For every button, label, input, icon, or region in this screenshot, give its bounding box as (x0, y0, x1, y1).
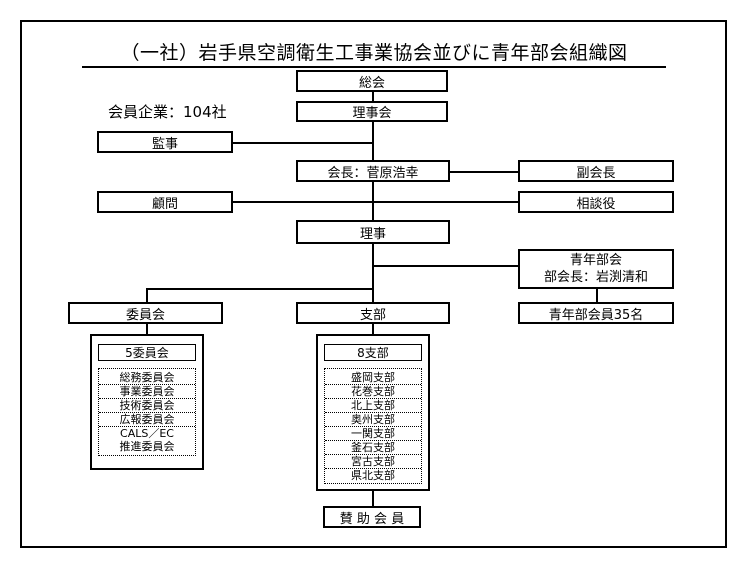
branch-list: 盛岡支部 花巻支部 北上支部 奥州支部 一関支部 釜石支部 宮古支部 県北支部 (324, 368, 422, 484)
trunk-main-line (372, 121, 374, 161)
list-item: 広報委員会 (99, 413, 195, 427)
title-underline (82, 66, 666, 68)
vice-president-connector (449, 171, 519, 173)
committee-panel-line (146, 323, 148, 335)
general-meeting-box: 総会 (296, 70, 448, 92)
board-box: 理事会 (296, 101, 448, 122)
list-item: 事業委員会 (99, 385, 195, 399)
branch-panel: 8支部 盛岡支部 花巻支部 北上支部 奥州支部 一関支部 釜石支部 宮古支部 県… (316, 334, 430, 491)
auditor-connector (232, 142, 373, 144)
auditor-box: 監事 (97, 131, 233, 153)
list-item: 県北支部 (351, 469, 395, 482)
vice-president-box: 副会長 (518, 160, 674, 182)
youth-members-connector (596, 288, 598, 302)
president-box: 会長：菅原浩幸 (296, 160, 450, 182)
committees-box: 委員会 (68, 302, 223, 324)
list-item: 総務委員会 (99, 371, 195, 385)
advisor-counselor-connector (232, 201, 520, 203)
list-item: 北上支部 (325, 399, 421, 413)
committees-drop-line (146, 288, 148, 303)
youth-division-box: 青年部会 部会長：岩渕清和 (518, 249, 674, 289)
list-item: 花巻支部 (325, 385, 421, 399)
advisor-box: 顧問 (97, 191, 233, 213)
list-item: 釜石支部 (325, 441, 421, 455)
youth-members-box: 青年部会員35名 (518, 302, 674, 324)
branch-panel-heading: 8支部 (324, 344, 422, 361)
committee-list: 総務委員会 事業委員会 技術委員会 広報委員会 CALS／EC 推進委員会 (98, 368, 196, 456)
list-item: 盛岡支部 (325, 371, 421, 385)
counselor-box: 相談役 (518, 191, 674, 213)
committee-panel-heading: 5委員会 (98, 344, 196, 361)
trunk-top-line (372, 91, 374, 102)
branch-panel-line (372, 323, 374, 335)
list-item: 技術委員会 (99, 399, 195, 413)
directors-box: 理事 (296, 220, 450, 244)
branch-horizontal-line (146, 288, 374, 290)
supporting-members-line (372, 490, 374, 507)
youth-division-title: 青年部会 (569, 253, 622, 268)
diagram-frame (20, 20, 727, 548)
list-item: 奥州支部 (325, 413, 421, 427)
member-count: 会員企業：104社 (108, 103, 227, 121)
youth-division-connector (373, 265, 520, 267)
branches-drop-line (372, 288, 374, 303)
committee-panel: 5委員会 総務委員会 事業委員会 技術委員会 広報委員会 CALS／EC 推進委… (90, 334, 204, 470)
chart-title: （一社）岩手県空調衛生工事業協会並びに青年部会組織図 (120, 42, 628, 64)
list-item: 一関支部 (325, 427, 421, 441)
list-item: CALS／EC (120, 427, 174, 440)
list-item: 推進委員会 (119, 440, 175, 453)
branches-box: 支部 (296, 302, 450, 324)
supporting-members-box: 賛 助 会 員 (323, 506, 421, 528)
youth-division-head: 部会長：岩渕清和 (543, 270, 648, 285)
list-item: 宮古支部 (325, 455, 421, 469)
